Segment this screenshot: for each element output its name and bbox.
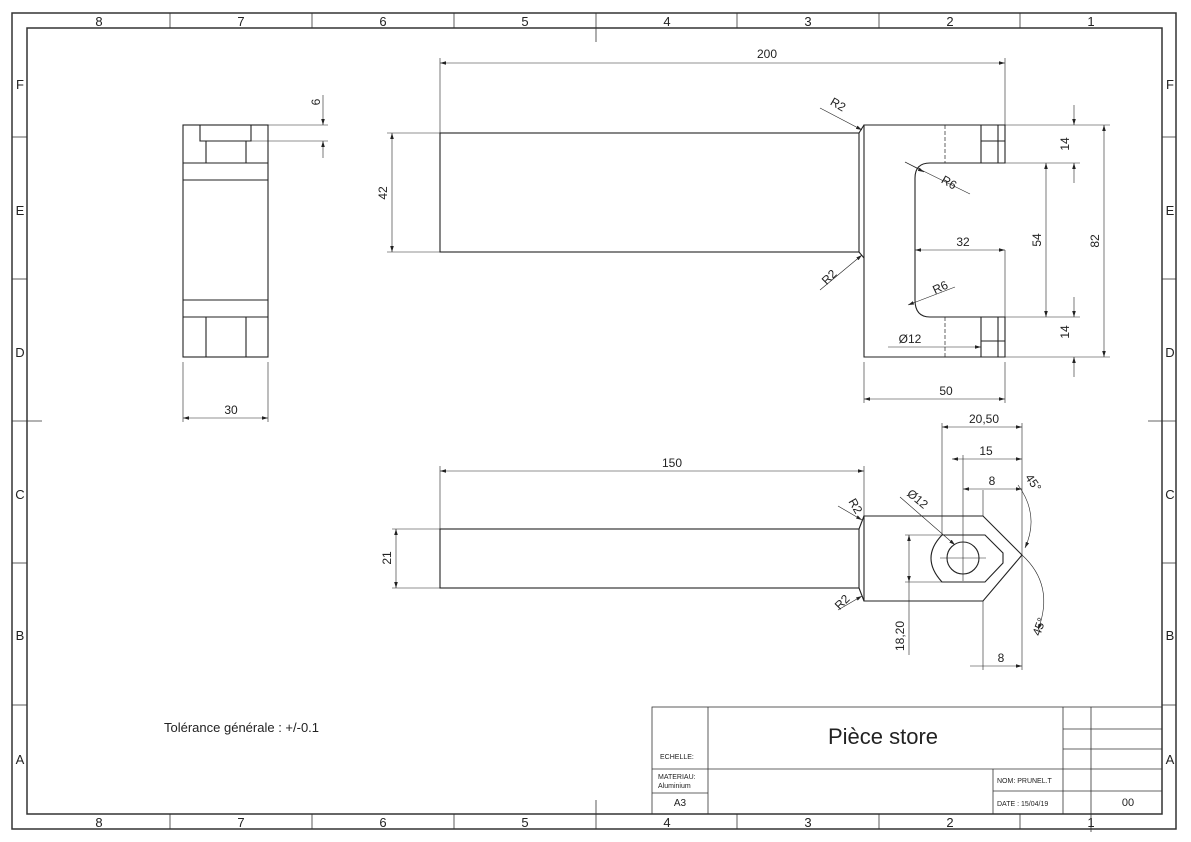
front-view-dim-text: 200 42 R2 R2 R6 R6 32 54 82 14 14 Ø12 50 — [376, 47, 1102, 398]
dim-15: 15 — [979, 444, 993, 458]
dim-hole-dia-12: Ø12 — [904, 486, 931, 512]
sheet-frame — [11, 12, 1177, 832]
dim-angle-45-bottom: 45° — [1030, 616, 1049, 638]
dim-8-top: 8 — [989, 474, 996, 488]
dim-8-bottom: 8 — [998, 651, 1005, 665]
col-label: 8 — [95, 14, 102, 29]
dim-inner-54: 54 — [1030, 233, 1044, 247]
col-label: 5 — [521, 815, 528, 830]
dim-18-20: 18,20 — [893, 621, 907, 651]
dim-radius-r2-bottom: R2 — [832, 592, 853, 613]
dim-radius-r2-top: R2 — [846, 496, 866, 517]
row-label: B — [1166, 628, 1175, 643]
col-label: 3 — [804, 14, 811, 29]
col-label: 6 — [379, 14, 386, 29]
row-label: D — [1165, 345, 1174, 360]
dim-width-30: 30 — [224, 403, 238, 417]
row-label: F — [16, 77, 24, 92]
col-label: 4 — [663, 815, 670, 830]
drawing-title: Pièce store — [828, 724, 938, 749]
col-label: 1 — [1087, 14, 1094, 29]
dim-head-50: 50 — [939, 384, 953, 398]
dim-slot-6: 6 — [309, 98, 323, 105]
col-label: 6 — [379, 815, 386, 830]
column-labels: 8 7 6 5 4 3 2 1 8 7 6 5 4 3 2 1 — [95, 14, 1094, 830]
dim-angle-45-top: 45° — [1022, 471, 1044, 494]
col-label: 2 — [946, 815, 953, 830]
bottom-view-center — [940, 535, 986, 581]
col-label: 1 — [1087, 815, 1094, 830]
row-label: E — [16, 203, 25, 218]
dim-height-42: 42 — [376, 186, 390, 200]
echelle-label: ECHELLE: — [660, 754, 694, 761]
dim-radius-r6-bottom: R6 — [930, 278, 950, 297]
materiau-value: Aluminium — [658, 783, 691, 790]
dim-length-200: 200 — [757, 47, 777, 61]
col-label: 5 — [521, 14, 528, 29]
row-label: A — [1166, 752, 1175, 767]
row-label: D — [15, 345, 24, 360]
dim-radius-r2-bottom: R2 — [819, 267, 840, 288]
row-labels: F E D C B A F E D C B A — [15, 77, 1174, 767]
drawing-date: DATE : 15/04/19 — [997, 801, 1048, 808]
row-label: E — [1166, 203, 1175, 218]
col-label: 7 — [237, 14, 244, 29]
row-label: B — [16, 628, 25, 643]
row-label: C — [15, 487, 24, 502]
left-view — [182, 124, 269, 358]
title-block — [651, 706, 1163, 815]
left-view-dims — [182, 95, 328, 422]
col-label: 8 — [95, 815, 102, 830]
front-view — [439, 124, 1006, 358]
front-view-dims — [387, 58, 1110, 403]
dim-length-150: 150 — [662, 456, 682, 470]
revision: 00 — [1122, 797, 1134, 809]
col-label: 2 — [946, 14, 953, 29]
tolerance-note: Tolérance générale : +/-0.1 — [164, 720, 319, 735]
dim-flange-14-top: 14 — [1058, 137, 1072, 151]
materiau-label: MATERIAU: — [658, 774, 696, 781]
dim-flange-14-bottom: 14 — [1058, 325, 1072, 339]
bottom-view — [439, 515, 1023, 602]
row-label: C — [1165, 487, 1174, 502]
col-label: 3 — [804, 815, 811, 830]
dim-radius-r6-top: R6 — [939, 173, 960, 193]
col-label: 4 — [663, 14, 670, 29]
bottom-view-dim-text: 150 21 R2 R2 Ø12 20,50 15 8 45° 45° 18,2… — [380, 412, 1049, 665]
row-label: F — [1166, 77, 1174, 92]
author-name: NOM: PRUNEL.T — [997, 778, 1053, 785]
col-label: 7 — [237, 815, 244, 830]
dim-total-82: 82 — [1088, 234, 1102, 248]
bottom-view-dims — [392, 423, 1044, 670]
row-label: A — [16, 752, 25, 767]
dim-20-50: 20,50 — [969, 412, 999, 426]
dim-slot-32: 32 — [956, 235, 970, 249]
dim-hole-dia-12: Ø12 — [899, 332, 922, 346]
dim-height-21: 21 — [380, 551, 394, 565]
format-label: A3 — [674, 798, 687, 809]
dim-radius-r2-top: R2 — [828, 95, 849, 115]
